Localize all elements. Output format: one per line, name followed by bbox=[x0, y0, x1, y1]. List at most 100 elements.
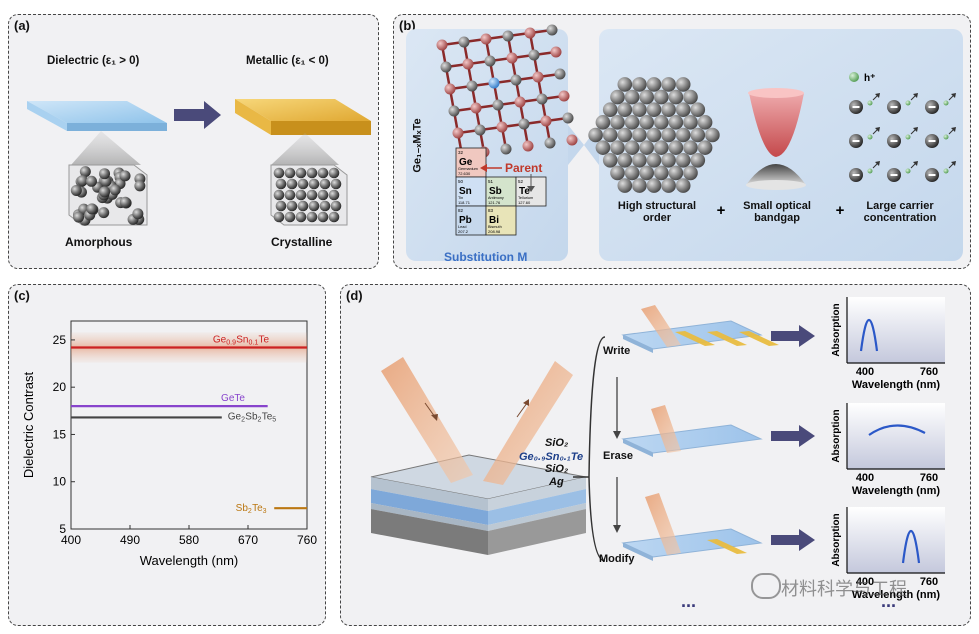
x-tick-label-3: 670 bbox=[238, 533, 258, 547]
svg-text:Bi: Bi bbox=[489, 215, 499, 226]
svg-text:760: 760 bbox=[920, 366, 938, 378]
plus-signs: + + bbox=[717, 202, 845, 219]
svg-text:Wavelength (nm): Wavelength (nm) bbox=[852, 485, 941, 497]
svg-text:Tellurium: Tellurium bbox=[518, 196, 533, 200]
y-tick-label-3: 20 bbox=[53, 380, 67, 394]
svg-text:121.76: 121.76 bbox=[488, 200, 501, 205]
result-arrow-icon-1 bbox=[771, 425, 815, 447]
svg-text:72.630: 72.630 bbox=[458, 171, 471, 176]
svg-text:Germanium: Germanium bbox=[458, 167, 478, 171]
layer-label-sio2-top: SiO₂ bbox=[545, 437, 569, 449]
substitution-label: Substitution M bbox=[444, 250, 528, 264]
svg-text:Wavelength (nm): Wavelength (nm) bbox=[852, 589, 941, 601]
panel-d: (d) bbox=[340, 284, 971, 626]
svg-text:Absorption: Absorption bbox=[831, 303, 842, 356]
right-arrow-icon bbox=[174, 101, 221, 129]
series-label-0: Ge0.9 Sn0.1 Te bbox=[213, 334, 270, 346]
layer-label-gesnte: Ge₀.₉Sn₀.₁Te bbox=[519, 451, 584, 463]
svg-text:208.98: 208.98 bbox=[488, 229, 501, 234]
svg-text:400: 400 bbox=[856, 472, 874, 484]
svg-text:50: 50 bbox=[458, 179, 464, 184]
laser-beams bbox=[381, 357, 573, 485]
bandgap-cones bbox=[746, 88, 806, 190]
feature-structural-order: High structural order bbox=[617, 200, 697, 224]
close-packed-cluster bbox=[588, 77, 720, 193]
svg-text:Ge: Ge bbox=[459, 157, 473, 168]
svg-text:Antimony: Antimony bbox=[488, 196, 504, 200]
svg-text:82: 82 bbox=[458, 208, 464, 213]
svg-text:400: 400 bbox=[856, 576, 874, 588]
dielectric-label: Dielectric (ε₁ > 0) bbox=[47, 55, 140, 67]
svg-text:83: 83 bbox=[488, 208, 494, 213]
svg-text:127.60: 127.60 bbox=[518, 200, 531, 205]
step-write: Write bbox=[603, 345, 631, 357]
branch-bracket bbox=[573, 336, 606, 562]
write-strip bbox=[621, 320, 779, 353]
x-tick-label-2: 580 bbox=[179, 533, 199, 547]
svg-text:32: 32 bbox=[458, 150, 464, 155]
ellipsis-left: ... bbox=[681, 591, 697, 611]
y-tick-label-0: 5 bbox=[59, 522, 66, 536]
panel-c-label: (c) bbox=[14, 288, 30, 303]
amorphous-cube bbox=[68, 164, 148, 226]
hole-legend: h⁺ bbox=[849, 72, 875, 84]
hole-legend-label: h⁺ bbox=[864, 73, 875, 84]
panel-b-label: (b) bbox=[399, 18, 416, 33]
parent-arrow-icon bbox=[480, 164, 502, 172]
svg-text:760: 760 bbox=[920, 472, 938, 484]
svg-text:Te: Te bbox=[519, 186, 530, 197]
crystalline-label: Crystalline bbox=[271, 235, 333, 249]
result-arrow-icon-2 bbox=[771, 529, 815, 551]
svg-text:Wavelength (nm): Wavelength (nm) bbox=[852, 379, 941, 391]
svg-text:Bismuth: Bismuth bbox=[488, 225, 502, 229]
metallic-slab bbox=[235, 99, 371, 135]
svg-text:Sb: Sb bbox=[489, 186, 502, 197]
svg-text:52: 52 bbox=[518, 179, 524, 184]
panel-d-label: (d) bbox=[346, 288, 363, 303]
y-tick-label-4: 25 bbox=[53, 333, 67, 347]
series-label-2: Ge2 Sb2 Te5 bbox=[228, 411, 277, 423]
dielectric-slab bbox=[27, 101, 167, 131]
svg-text:Sn: Sn bbox=[459, 186, 472, 197]
metallic-label: Metallic (ε₁ < 0) bbox=[246, 55, 329, 67]
svg-text:Pb: Pb bbox=[459, 215, 472, 226]
svg-text:Tin: Tin bbox=[458, 196, 463, 200]
x-axis-label: Wavelength (nm) bbox=[140, 553, 239, 568]
ellipsis-right: ... bbox=[881, 591, 897, 611]
svg-text:51: 51 bbox=[488, 179, 494, 184]
layer-label-ag: Ag bbox=[549, 476, 564, 488]
step-arrows bbox=[613, 377, 621, 533]
x-tick-label-0: 400 bbox=[61, 533, 81, 547]
y-tick-label-1: 10 bbox=[53, 475, 67, 489]
svg-text:400: 400 bbox=[856, 366, 874, 378]
y-tick-label-2: 15 bbox=[53, 427, 67, 441]
formula-label: Ge₁₋ₓMₓTe bbox=[411, 118, 424, 173]
layer-stack bbox=[370, 454, 587, 555]
crystalline-cube bbox=[270, 164, 348, 226]
watermark-icon bbox=[751, 573, 781, 599]
amorphous-label: Amorphous bbox=[65, 235, 133, 249]
carrier-array bbox=[849, 93, 956, 182]
step-modify: Modify bbox=[599, 553, 635, 565]
layer-label-sio2-bottom: SiO₂ bbox=[545, 463, 569, 475]
lattice-structure bbox=[436, 24, 578, 161]
svg-text:118.71: 118.71 bbox=[458, 200, 471, 205]
x-tick-label-1: 490 bbox=[120, 533, 140, 547]
plus-sign-1: + bbox=[717, 202, 726, 219]
svg-text:Absorption: Absorption bbox=[831, 513, 842, 566]
feature-carrier: Large carrier concentration bbox=[863, 200, 937, 224]
step-beam-2 bbox=[645, 493, 681, 555]
step-beam-0 bbox=[641, 305, 681, 347]
svg-text:Lead: Lead bbox=[458, 225, 466, 229]
panel-a-label: (a) bbox=[14, 18, 30, 33]
watermark: 材料科学与工程 bbox=[781, 579, 907, 599]
parent-label: Parent bbox=[505, 161, 543, 175]
